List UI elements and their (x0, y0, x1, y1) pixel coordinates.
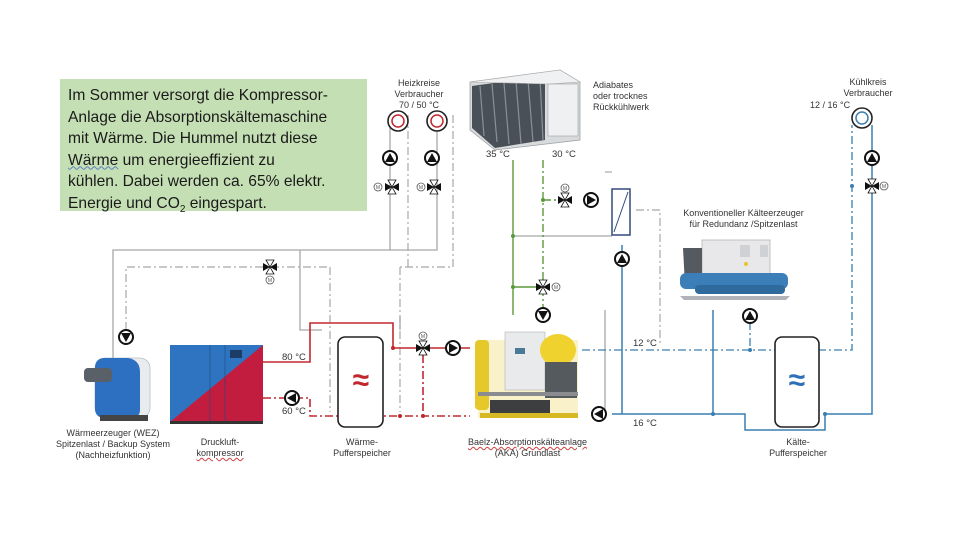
wez-valve-icon (262, 259, 278, 285)
waerme-puffer-line-2: Pufferspeicher (333, 448, 391, 458)
kaelte-puffer-line-2: Pufferspeicher (769, 448, 827, 458)
rueckkuehlwerk-line-2: oder trocknes (593, 91, 648, 101)
heating-pump-2-icon (424, 150, 440, 166)
info-line-4-rest: um energieeffizient zu (118, 151, 275, 169)
aka-cooling-pump-icon (535, 307, 551, 323)
kuehlkreis-line-1: Kühlkreis (849, 77, 887, 87)
temp-16: 16 °C (633, 418, 657, 429)
cooling-pump-icon (864, 150, 880, 166)
green-valve-icon (535, 279, 561, 295)
heizkreise-temp: 70 / 50 °C (398, 100, 440, 110)
grey-heating-lines (112, 125, 612, 410)
junction-dots (391, 184, 854, 418)
heat-exchanger-icon (611, 188, 631, 236)
cold-water-lines (612, 125, 873, 431)
druckluftkompressor-image (170, 345, 263, 424)
info-line-1: Im Sommer versorgt die Kompressor- (68, 87, 328, 104)
heating-pump-1-icon (382, 150, 398, 166)
kuehlkreis-temp: 12 / 16 °C (810, 100, 851, 110)
info-line-6-b: eingespart. (185, 194, 267, 212)
wez-pump-icon (118, 329, 134, 345)
temp-12: 12 °C (633, 338, 657, 349)
aka-feed-pump-icon (445, 340, 461, 356)
temp-35: 35 °C (486, 149, 510, 160)
heating-consumer-1-icon (387, 110, 409, 132)
waermeerzeuger-label: Wärmeerzeuger (WEZ) Spitzenlast / Backup… (48, 428, 178, 461)
kompressor-label: Druckluft- kompressor (190, 437, 250, 459)
heizkreise-line-1: Heizkreise (397, 78, 440, 88)
temp-60: 60 °C (282, 406, 306, 417)
aka-line-1: Baelz-Absorptionskälteanlage (467, 437, 588, 447)
waermeerzeuger-image (84, 357, 151, 421)
co2-subscript: 2 (179, 203, 186, 215)
grey-dashdot-lines (125, 115, 661, 412)
recooler-image (469, 69, 581, 151)
kuehlkreis-line-2: Verbraucher (843, 88, 893, 98)
konventionell-line-2: für Redundanz /Spitzenlast (689, 219, 798, 229)
kompressor-line-2: kompressor (196, 448, 244, 458)
kaelte-pufferspeicher-tank (774, 336, 820, 428)
info-line-4: Wärme um energieeffizient zu (68, 150, 359, 172)
aka-hot-valve-icon (415, 331, 431, 356)
rueckkuehlwerk-line-3: Rückkühlwerk (593, 102, 650, 112)
conventional-chiller-image (680, 239, 790, 300)
kompressor-line-1: Druckluft- (200, 437, 240, 447)
aka-label: Baelz-Absorptionskälteanlage (AKA) Grund… (460, 437, 595, 459)
cooling-valve-icon (864, 178, 889, 194)
compressor-return-pump-icon (284, 390, 300, 406)
info-line-3: mit Wärme. Die Hummel nutzt diese (68, 130, 318, 147)
aka-line-2: (AKA) Grundlast (494, 448, 561, 458)
rueckkuehlwerk-label: Adiabates oder trocknes Rückkühlwerk (593, 80, 649, 113)
aka-cold-return-pump-icon (591, 406, 607, 422)
heizkreise-label: Heizkreise Verbraucher 70 / 50 °C (389, 78, 449, 111)
green-lines (512, 160, 537, 315)
info-line-5: kühlen. Dabei werden ca. 65% elektr. (68, 173, 326, 190)
cold-wave-icon: ≈ (788, 364, 806, 397)
konventionell-line-1: Konventioneller Kälteerzeuger (683, 208, 804, 218)
info-line-6: Energie und CO2 eingespart. (68, 193, 359, 221)
info-line-6-a: Energie und CO (68, 194, 180, 212)
waermeerzeuger-line-3: (Nachheizfunktion) (75, 450, 151, 460)
spellcheck-word: Wärme (68, 151, 119, 169)
cooling-consumer-icon (851, 107, 873, 129)
aka-image (475, 331, 578, 418)
info-textbox: Im Sommer versorgt die Kompressor- Anlag… (60, 79, 367, 215)
heating-valve-1-icon (373, 179, 400, 195)
kaelte-puffer-label: Kälte- Pufferspeicher (766, 437, 830, 459)
kaelte-puffer-line-1: Kälte- (786, 437, 810, 447)
heating-consumer-2-icon (426, 110, 448, 132)
heizkreise-line-2: Verbraucher (394, 89, 444, 99)
waermeerzeuger-line-1: Wärmeerzeuger (WEZ) (66, 428, 160, 438)
waerme-puffer-label: Wärme- Pufferspeicher (330, 437, 394, 459)
heat-wave-icon: ≈ (352, 364, 370, 397)
cold-dashdot-lines (582, 125, 853, 351)
recooler-pump-icon (583, 192, 599, 208)
konventionell-label: Konventioneller Kälteerzeuger für Redund… (666, 208, 821, 230)
waerme-puffer-line-1: Wärme- (346, 437, 378, 447)
kuehlkreis-label: Kühlkreis Verbraucher (838, 77, 898, 99)
temp-80: 80 °C (282, 352, 306, 363)
heat-exchanger-pump-icon (614, 251, 630, 267)
chiller-pump-icon (742, 308, 758, 324)
rueckkuehlwerk-line-1: Adiabates (593, 80, 634, 90)
waerme-pufferspeicher-tank (337, 336, 384, 428)
recooler-valve-icon (557, 183, 573, 208)
info-line-2: Anlage die Absorptionskältemaschine (68, 108, 328, 126)
waermeerzeuger-line-2: Spitzenlast / Backup System (55, 439, 171, 449)
temp-30: 30 °C (552, 149, 576, 160)
hot-water-lines (263, 322, 470, 363)
